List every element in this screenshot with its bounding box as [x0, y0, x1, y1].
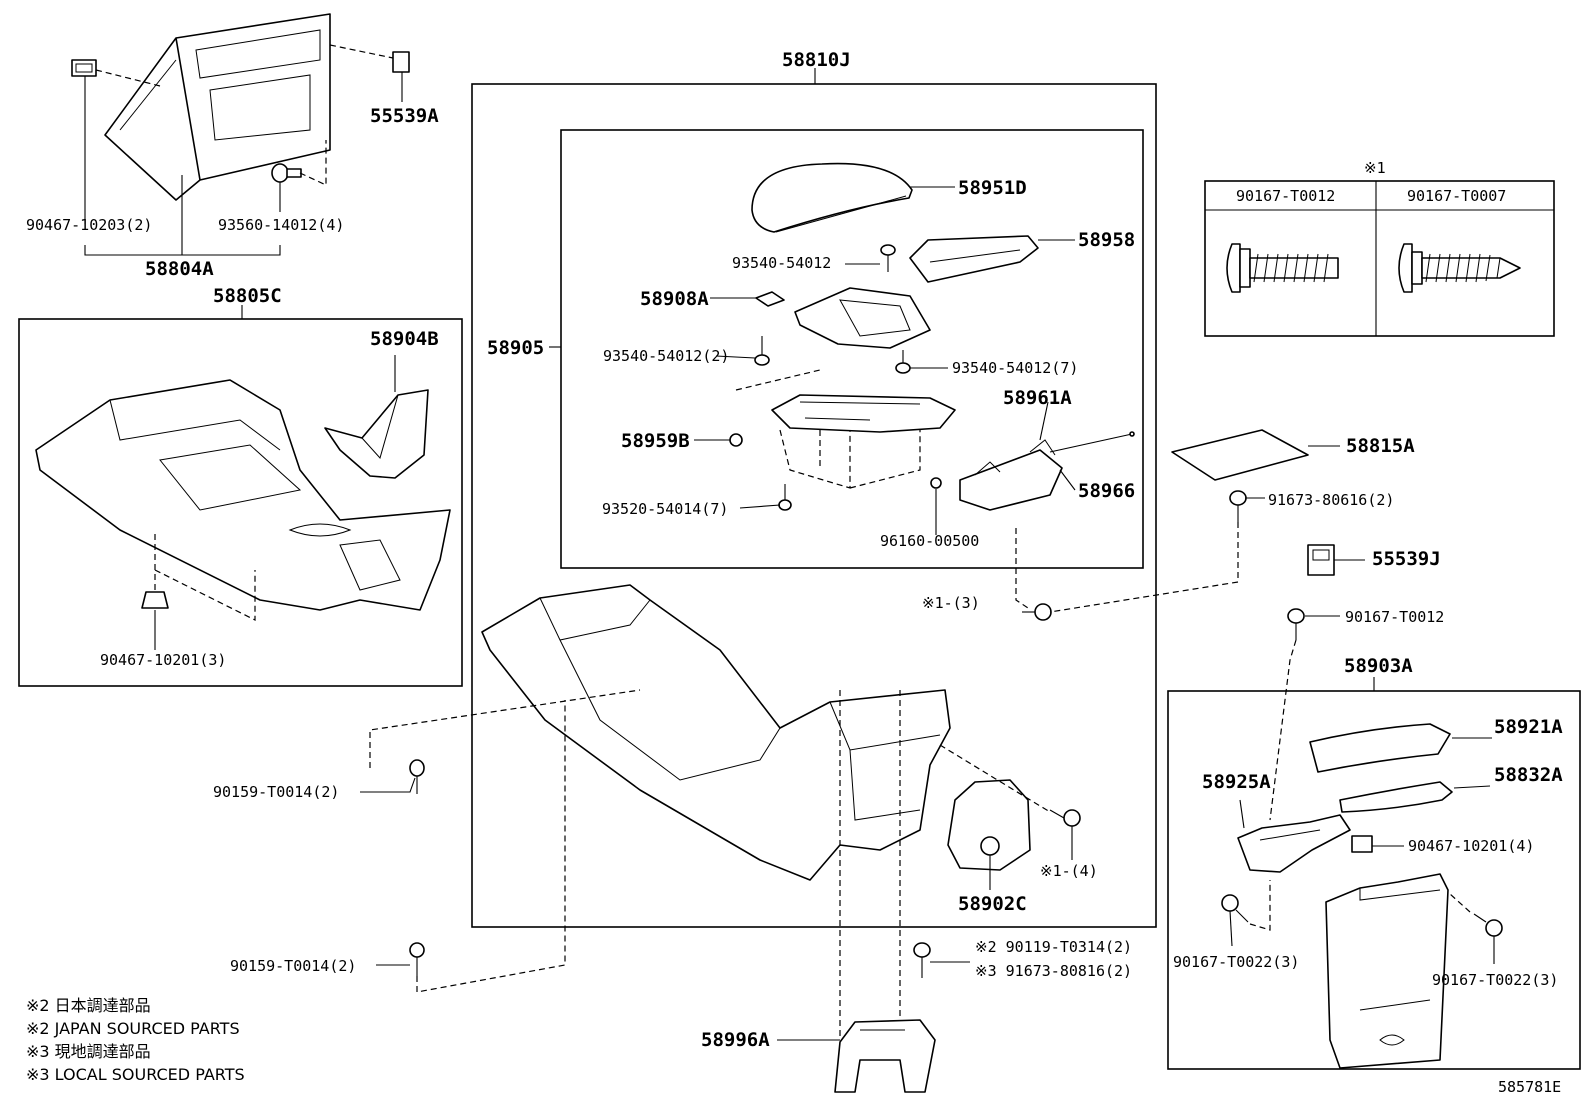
label-93560-14012: 93560-14012(4) [218, 216, 344, 234]
screw-icon-93540-54012-top [880, 244, 896, 272]
label-58959B: 58959B [621, 430, 690, 452]
label-58832A: 58832A [1494, 764, 1563, 786]
label-90159-T0014-b: 90159-T0014(2) [230, 957, 356, 975]
frame-58805C [18, 318, 463, 687]
clip-icon-90467-10201-right [1351, 835, 1373, 853]
part-58925A-panel [1237, 814, 1351, 873]
label-96160-00500: 96160-00500 [880, 532, 979, 550]
frame-58810J [471, 83, 1157, 928]
label-93540-54012-2: 93540-54012(2) [603, 347, 729, 365]
label-93520-54014: 93520-54014(7) [602, 500, 728, 518]
label-90119-T0314: ※2 90119-T0314(2) [975, 938, 1132, 956]
label-91673-80616: 91673-80616(2) [1268, 491, 1394, 509]
clip-icon-55539A [392, 51, 410, 73]
label-58904B: 58904B [370, 328, 439, 350]
label-90467-10201-right: 90467-10201(4) [1408, 837, 1534, 855]
screw-icon-tapping [1398, 243, 1521, 293]
label-58925A: 58925A [1202, 771, 1271, 793]
part-58904B-bracket [324, 389, 429, 479]
part-58961A-box [771, 394, 956, 433]
screw-icon-91673-80616 [1229, 490, 1247, 522]
label-58815A: 58815A [1346, 435, 1415, 457]
screw-table-col1: 90167-T0012 [1236, 187, 1335, 205]
part-58908A-clip [755, 291, 785, 307]
label-90167-T0022-a: 90167-T0022(3) [1173, 953, 1299, 971]
note-line-2: ※2 JAPAN SOURCED PARTS [26, 1019, 240, 1038]
screw-icon-90167-T0022-a [1221, 894, 1249, 923]
label-58958: 58958 [1078, 229, 1135, 251]
part-58921A-trim [1309, 723, 1451, 773]
label-58903A: 58903A [1344, 655, 1413, 677]
label-55539A: 55539A [370, 105, 439, 127]
label-90467-10203: 90467-10203(2) [26, 216, 152, 234]
label-90467-10201-left: 90467-10201(3) [100, 651, 226, 669]
label-58921A: 58921A [1494, 716, 1563, 738]
part-58815A-pad [1171, 429, 1309, 481]
screw-icon-90159-T0014-b [409, 942, 425, 976]
diagram-id: 585781E [1498, 1078, 1561, 1096]
washer-icon-96160-00500 [930, 477, 942, 489]
screw-icon-93540-54012-2 [754, 336, 770, 366]
part-58902C-bracket [947, 779, 1031, 871]
part-58903A-side-panel [1325, 873, 1449, 1069]
note-line-1: ※2 日本調達部品 [26, 996, 151, 1015]
screw-icon-93540-54012-7 [895, 350, 911, 374]
part-58804A-panel [104, 13, 331, 201]
label-58805C: 58805C [213, 285, 282, 307]
label-58996A: 58996A [701, 1029, 770, 1051]
part-58966-latch [959, 439, 1063, 511]
screw-icon-flange [1226, 243, 1339, 293]
screw-icon-93520-54014 [778, 484, 792, 511]
screw-icon-90119-T0314 [913, 942, 931, 978]
part-58905-armrest-base [794, 287, 931, 349]
part-58996A-bracket [834, 1019, 936, 1093]
screw-table-col2: 90167-T0007 [1407, 187, 1506, 205]
label-91673-80816: ※3 91673-80816(2) [975, 962, 1132, 980]
label-58804A: 58804A [145, 258, 214, 280]
label-93540-54012: 93540-54012 [732, 254, 831, 272]
screw-icon-90167-T0022-b [1473, 913, 1503, 937]
label-58902C: 58902C [958, 893, 1027, 915]
clip-icon-90467-10203 [71, 59, 97, 77]
label-93540-54012-7: 93540-54012(7) [952, 359, 1078, 377]
clip-icon-58959B [729, 433, 743, 447]
screw-icon-90159-T0014-a [409, 759, 425, 794]
note-line-4: ※3 LOCAL SOURCED PARTS [26, 1065, 245, 1084]
part-58832A-trim [1339, 781, 1453, 813]
label-58810J: 58810J [782, 49, 851, 71]
label-90159-T0014-a: 90159-T0014(2) [213, 783, 339, 801]
label-58905: 58905 [487, 337, 544, 359]
note-line-3: ※3 現地調達部品 [26, 1042, 151, 1061]
label-90167-T0022-b: 90167-T0022(3) [1432, 971, 1558, 989]
label-55539J: 55539J [1372, 548, 1441, 570]
label-58966: 58966 [1078, 480, 1135, 502]
screw-icon-x1-4 [1049, 809, 1081, 827]
part-58805C-console-tray [35, 379, 451, 611]
label-58961A: 58961A [1003, 387, 1072, 409]
label-x1-3: ※1-(3) [922, 594, 980, 612]
label-90167-T0012: 90167-T0012 [1345, 608, 1444, 626]
screw-table [1204, 180, 1555, 337]
label-58908A: 58908A [640, 288, 709, 310]
screw-icon-x1-3 [1022, 603, 1052, 621]
clip-icon-90467-10201-left [141, 591, 169, 609]
screw-icon-90167-T0012 [1287, 608, 1305, 640]
label-58951D: 58951D [958, 177, 1027, 199]
label-x1-4: ※1-(4) [1040, 862, 1098, 880]
part-58958-hinge-cover [909, 235, 1039, 283]
screw-table-mark: ※1 [1364, 159, 1386, 177]
clip-icon-55539J [1307, 544, 1335, 576]
part-58810J-console-body [481, 584, 951, 881]
screw-icon-93560-14012 [271, 163, 302, 183]
part-58951D-lid [751, 162, 913, 233]
frame-58905 [560, 129, 1144, 569]
